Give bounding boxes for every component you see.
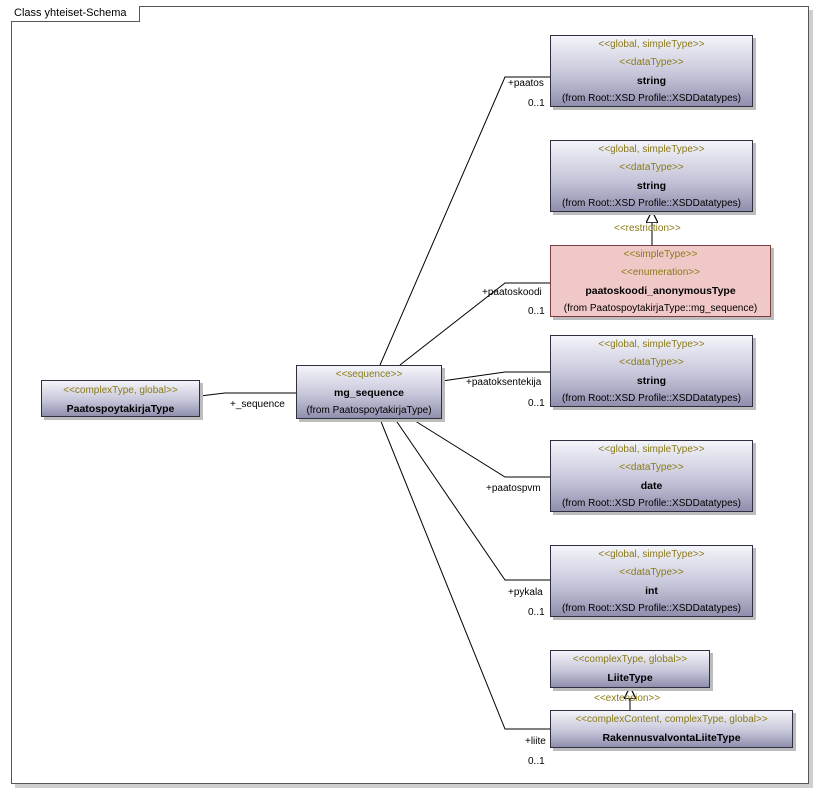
class-rakennusvalvontaliitetype[interactable]: <<complexContent, complexType, global>> … — [550, 710, 793, 748]
class-stereotype: <<dataType>> — [619, 162, 684, 173]
class-int[interactable]: <<global, simpleType>> <<dataType>> int … — [550, 545, 753, 617]
role-label-pykala: +pykala — [508, 587, 543, 598]
class-origin: (from Root::XSD Profile::XSDDatatypes) — [562, 93, 741, 104]
class-date[interactable]: <<global, simpleType>> <<dataType>> date… — [550, 440, 753, 512]
class-origin: (from PaatospoytakirjaType) — [306, 405, 432, 416]
connector-paatoksentekija — [441, 371, 550, 382]
class-stereotype: <<global, simpleType>> — [598, 339, 705, 350]
restriction-label: <<restriction>> — [614, 223, 681, 234]
extension-label: <<extension>> — [594, 693, 661, 704]
connector-pykala — [394, 418, 550, 581]
role-label-paatos: +paatos — [508, 78, 544, 89]
connector-paatospvm — [411, 418, 550, 478]
multiplicity-pykala: 0..1 — [528, 607, 545, 618]
class-string-paatos[interactable]: <<global, simpleType>> <<dataType>> stri… — [550, 35, 753, 107]
class-stereotype: <<dataType>> — [619, 357, 684, 368]
class-stereotype: <<dataType>> — [619, 462, 684, 473]
multiplicity-paatos: 0..1 — [528, 98, 545, 109]
class-name: LiiteType — [607, 672, 653, 684]
class-stereotype: <<complexType, global>> — [572, 654, 688, 665]
class-paatospoytakirjatype[interactable]: <<complexType, global>> Paatospoytakirja… — [41, 380, 200, 417]
class-stereotype: <<global, simpleType>> — [598, 144, 705, 155]
class-origin: (from Root::XSD Profile::XSDDatatypes) — [562, 603, 741, 614]
class-origin: (from Root::XSD Profile::XSDDatatypes) — [562, 393, 741, 404]
class-stereotype: <<sequence>> — [335, 369, 403, 380]
class-stereotype: <<complexContent, complexType, global>> — [575, 714, 768, 725]
class-stereotype: <<simpleType>> — [623, 249, 698, 260]
class-paatoskoodi-anonymoustype[interactable]: <<simpleType>> <<enumeration>> paatoskoo… — [550, 245, 771, 317]
role-label-paatoksentekija: +paatoksentekija — [466, 377, 542, 388]
class-origin: (from Root::XSD Profile::XSDDatatypes) — [562, 498, 741, 509]
class-stereotype: <<global, simpleType>> — [598, 39, 705, 50]
role-label-sequence: +_sequence — [230, 399, 285, 410]
class-stereotype: <<dataType>> — [619, 57, 684, 68]
class-name: mg_sequence — [333, 387, 405, 399]
class-name: paatoskoodi_anonymousType — [585, 285, 736, 297]
class-liitetype[interactable]: <<complexType, global>> LiiteType — [550, 650, 710, 688]
class-name: date — [640, 480, 663, 492]
role-label-liite: +liite — [525, 736, 546, 747]
role-label-paatoskoodi: +paatoskoodi — [482, 287, 542, 298]
class-origin: (from Root::XSD Profile::XSDDatatypes) — [562, 198, 741, 209]
class-string-paatoksentekija[interactable]: <<global, simpleType>> <<dataType>> stri… — [550, 335, 753, 407]
connector-sequence — [199, 392, 296, 397]
class-origin: (from PaatospoytakirjaType::mg_sequence) — [563, 303, 758, 314]
class-name: RakennusvalvontaLiiteType — [602, 732, 741, 744]
class-mg-sequence[interactable]: <<sequence>> mg_sequence (from Paatospoy… — [296, 365, 442, 419]
diagram-title: Class yhteiset-Schema — [11, 6, 140, 22]
connector-liite — [379, 418, 550, 730]
class-name: int — [645, 585, 658, 597]
multiplicity-paatoksentekija: 0..1 — [528, 398, 545, 409]
connector-paatos — [379, 76, 550, 366]
class-stereotype: <<dataType>> — [619, 567, 684, 578]
class-stereotype: <<global, simpleType>> — [598, 444, 705, 455]
class-name: PaatospoytakirjaType — [66, 403, 175, 415]
connector-paatoskoodi — [399, 282, 550, 366]
class-string-base[interactable]: <<global, simpleType>> <<dataType>> stri… — [550, 140, 753, 212]
multiplicity-paatoskoodi: 0..1 — [528, 306, 545, 317]
class-name: string — [636, 375, 667, 387]
class-stereotype: <<complexType, global>> — [63, 385, 178, 396]
multiplicity-liite: 0..1 — [528, 756, 545, 767]
class-stereotype: <<enumeration>> — [621, 267, 700, 278]
class-name: string — [636, 75, 667, 87]
role-label-paatospvm: +paatospvm — [486, 483, 541, 494]
class-stereotype: <<global, simpleType>> — [598, 549, 705, 560]
class-name: string — [636, 180, 667, 192]
